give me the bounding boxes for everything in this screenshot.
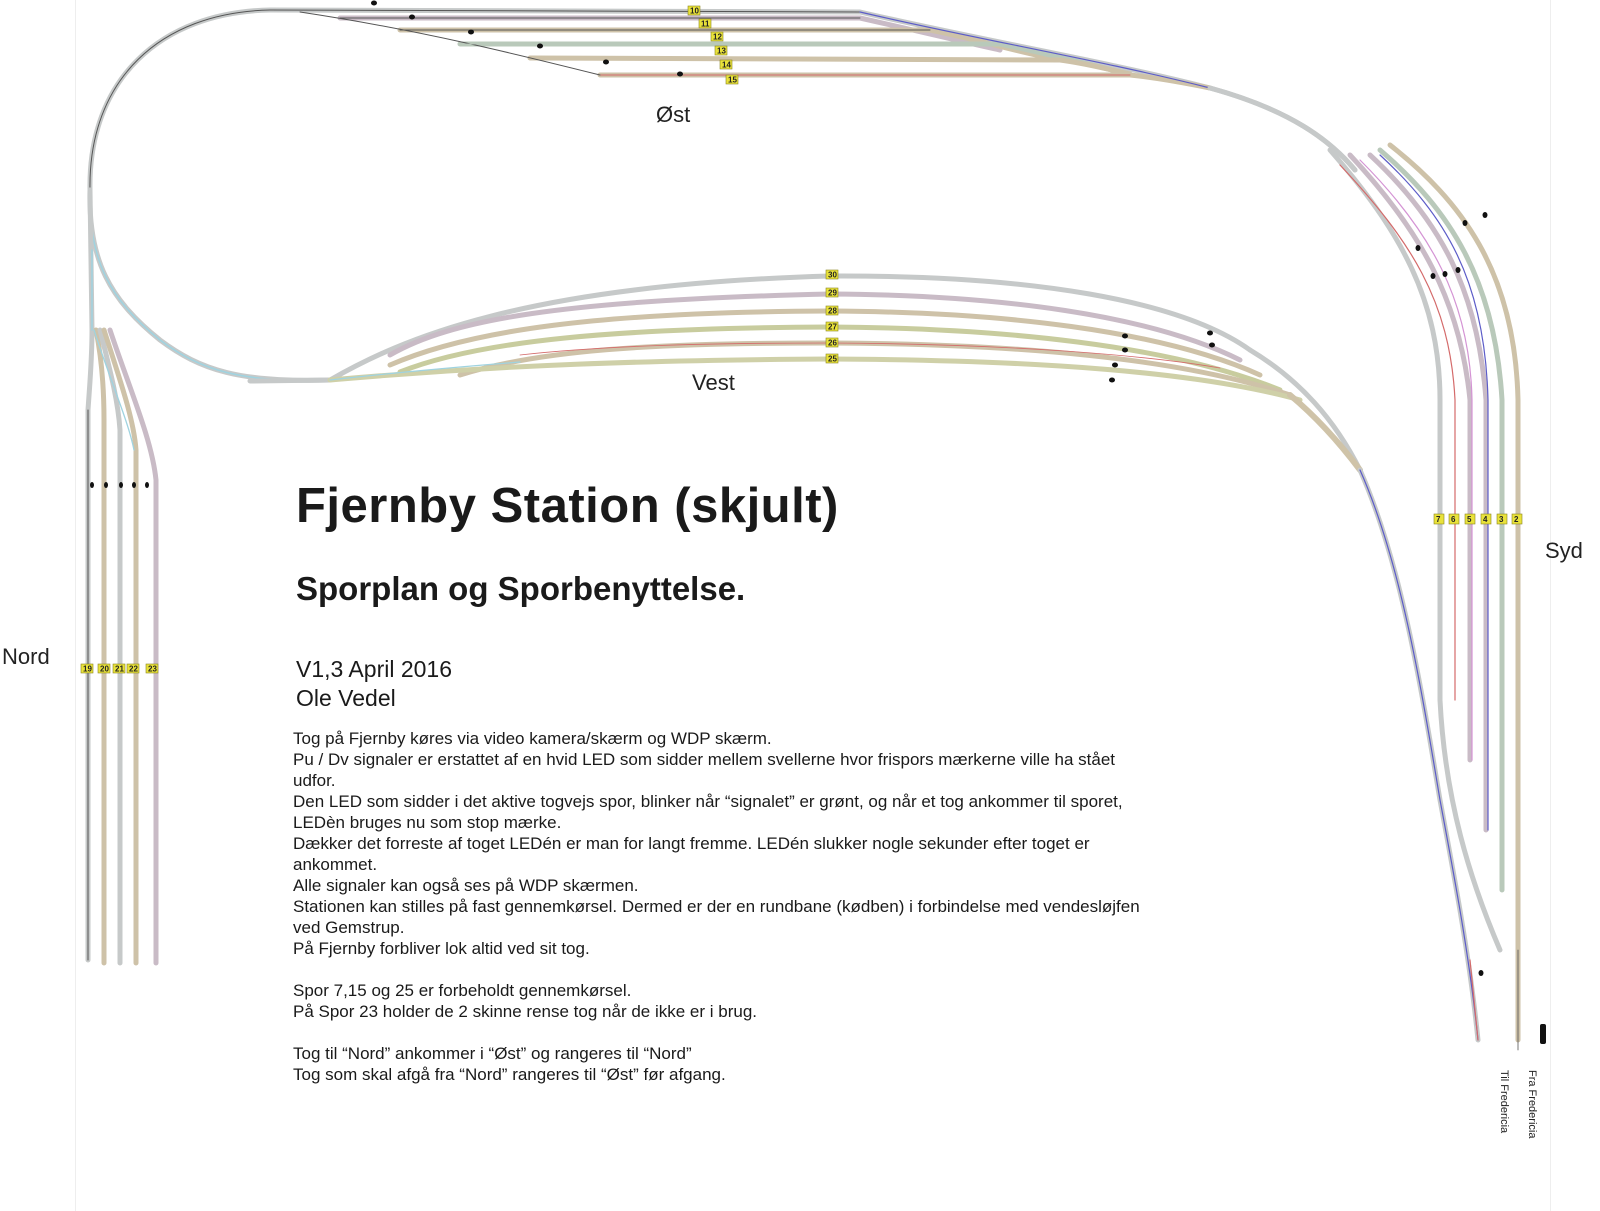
track-label: 13 [717, 47, 726, 56]
page-subtitle: Sporplan og Sporbenyttelse. [296, 570, 746, 607]
track-label: 25 [828, 355, 837, 364]
south-yard [1207, 85, 1521, 1051]
east-yard [87, 7, 1358, 193]
west-loop [87, 187, 333, 383]
exit-to-fredericia [1357, 467, 1481, 1043]
note-spacer [293, 1022, 1143, 1043]
note-line: På Spor 23 holder de 2 skinne rense tog … [293, 1002, 758, 1021]
region-label-south: Syd [1545, 538, 1583, 563]
west-yard [247, 273, 1363, 473]
notes-block: Tog på Fjernby køres via video kamera/sk… [293, 728, 1143, 1085]
north-yard [85, 187, 159, 966]
note-line: Stationen kan stilles på fast gennemkørs… [293, 897, 1140, 937]
note-spacer [293, 959, 1143, 980]
signal-markers [90, 0, 1546, 1044]
track-label: 10 [690, 7, 699, 16]
south-track-labels: 7 6 5 4 3 2 [1433, 513, 1523, 525]
west-track-labels: 30 29 28 27 26 25 [825, 269, 839, 364]
track-label: 11 [701, 20, 710, 29]
track-label: 5 [1467, 515, 1472, 524]
author-text: Ole Vedel [296, 685, 396, 711]
track-label: 22 [129, 665, 138, 674]
note-line: Spor 7,15 og 25 er forbeholdt gennemkørs… [293, 981, 632, 1000]
track-label: 29 [828, 289, 837, 298]
track-label: 6 [1451, 515, 1456, 524]
note-line: Tog på Fjernby køres via video kamera/sk… [293, 729, 772, 748]
track-label: 15 [728, 76, 737, 85]
track-label: 2 [1514, 515, 1519, 524]
track-label: 23 [148, 665, 157, 674]
track-label: 28 [828, 307, 837, 316]
note-line: Pu / Dv signaler er erstattet af en hvid… [293, 750, 1115, 790]
track-label: 20 [100, 665, 109, 674]
track-label: 14 [722, 61, 731, 70]
note-line: Dækker det forreste af toget LEDén er ma… [293, 834, 1090, 874]
track-label: 30 [828, 271, 837, 280]
north-track-labels: 19 20 21 22 23 [80, 663, 159, 674]
page-title: Fjernby Station (skjult) [296, 479, 839, 533]
note-line: Den LED som sidder i det aktive togvejs … [293, 792, 1123, 832]
east-track-labels: 10 11 12 13 14 15 [687, 5, 739, 85]
track-label: 19 [83, 665, 92, 674]
region-label-east: Øst [656, 102, 691, 127]
note-line: Alle signaler kan også ses på WDP skærme… [293, 876, 639, 895]
track-label: 21 [115, 665, 124, 674]
track-label: 3 [1499, 515, 1504, 524]
track-label: 12 [713, 33, 722, 42]
exit-label-from-fredericia: Fra Fredericia [1526, 1070, 1538, 1139]
page-frame [76, 0, 1550, 1211]
track-label: 26 [828, 339, 837, 348]
note-line: På Fjernby forbliver lok altid ved sit t… [293, 939, 590, 958]
track-label: 27 [828, 323, 837, 332]
note-line: Tog som skal afgå fra “Nord” rangeres ti… [293, 1065, 726, 1084]
track-label: 4 [1483, 515, 1488, 524]
version-text: V1,3 April 2016 [296, 656, 453, 682]
region-label-west: Vest [692, 370, 735, 395]
version-block: V1,3 April 2016 Ole Vedel [296, 655, 452, 713]
note-line: Tog til “Nord” ankommer i “Øst” og range… [293, 1044, 692, 1063]
track-label: 7 [1436, 515, 1441, 524]
exit-label-to-fredericia: Til Fredericia [1498, 1070, 1510, 1134]
region-label-north: Nord [2, 644, 50, 669]
